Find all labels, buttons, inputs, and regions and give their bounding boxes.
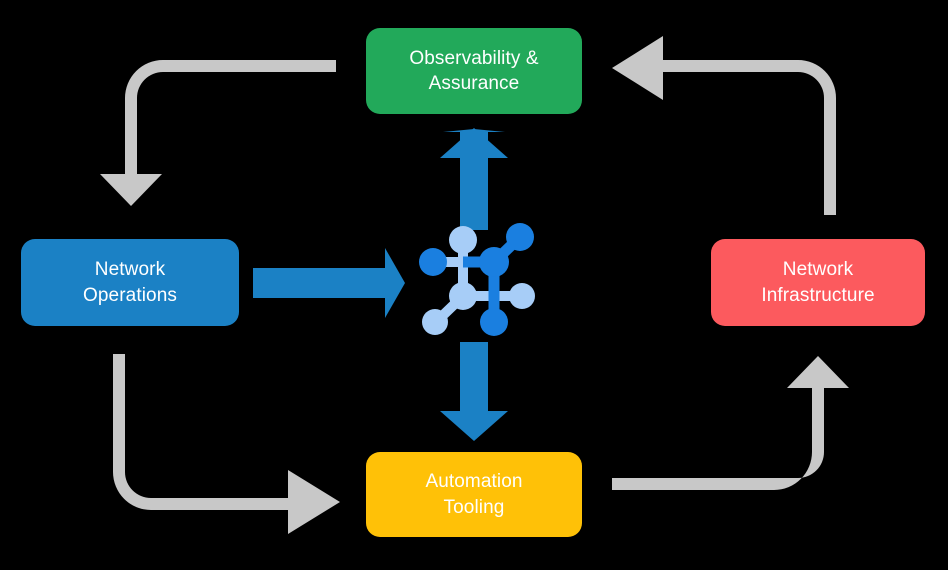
network-icon-edges bbox=[433, 233, 524, 325]
box-observability-assurance[interactable]: Observability & Assurance bbox=[366, 28, 582, 114]
blue-arrow-up-shaft bbox=[460, 155, 488, 230]
blue-arrow-operations-to-center bbox=[253, 248, 405, 318]
blue-arrow-center-to-automation-head bbox=[440, 411, 508, 441]
network-icon-nodes bbox=[419, 223, 535, 336]
box-automation-tooling[interactable]: Automation Tooling bbox=[366, 452, 582, 537]
gray-arrow-observability-to-operations bbox=[100, 60, 336, 206]
gray-arrow-operations-to-automation bbox=[113, 354, 340, 534]
blue-arrow-center-to-observability-head bbox=[440, 128, 508, 158]
gray-arrow-automation-to-infrastructure bbox=[612, 356, 849, 490]
blue-arrow-down-shaft bbox=[460, 342, 488, 414]
box-network-operations[interactable]: Network Operations bbox=[21, 239, 239, 326]
gray-arrow-infrastructure-to-observability bbox=[612, 36, 836, 215]
blue-arrow-center-to-observability bbox=[443, 129, 505, 226]
box-network-infrastructure[interactable]: Network Infrastructure bbox=[711, 239, 925, 326]
